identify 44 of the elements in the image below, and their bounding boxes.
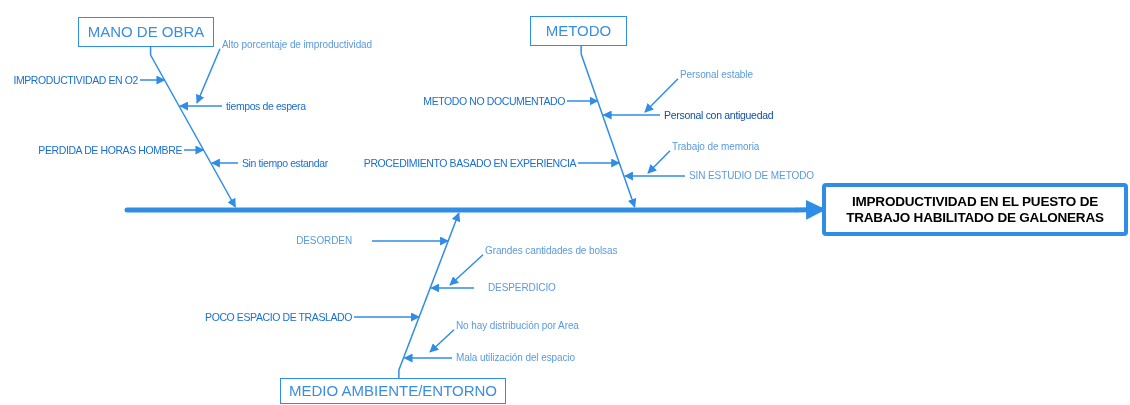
arrow xyxy=(139,75,166,85)
cause-label: PERDIDA DE HORAS HOMBRE xyxy=(38,143,182,157)
bone-line xyxy=(398,223,456,371)
cause-label: Personal con antiguedad xyxy=(664,108,774,122)
cause-label: Mala utilización del espacio xyxy=(456,352,575,364)
category-box: MANO DE OBRA xyxy=(78,17,214,47)
arrow xyxy=(451,212,461,225)
arrow xyxy=(353,312,421,322)
cause-label: Trabajo de memoria xyxy=(672,141,760,153)
effect-box: IMPRODUCTIVIDAD EN EL PUESTO DE TRABAJO HABILITADO DE GALONERAS xyxy=(822,183,1128,236)
cause-label: IMPRODUCTIVIDAD EN O2 xyxy=(13,73,138,87)
cause-label: Alto porcentaje de improductividad xyxy=(222,39,373,51)
arrow xyxy=(623,171,686,181)
arrow xyxy=(429,329,455,353)
arrow xyxy=(371,236,450,246)
category-box: MEDIO AMBIENTE/ENTORNO xyxy=(280,378,506,404)
cause-label: PROCEDIMIENTO BASADO EN EXPERIENCIA xyxy=(363,156,576,170)
arrow xyxy=(647,150,671,174)
cause-label: Personal estable xyxy=(680,69,753,81)
arrow xyxy=(577,158,621,168)
cause-label: tiempos de espera xyxy=(226,99,306,113)
arrow xyxy=(196,48,221,104)
cause-label: SIN ESTUDIO DE METODO xyxy=(689,170,814,182)
arrow xyxy=(227,195,237,208)
arrow xyxy=(449,254,484,286)
arrow xyxy=(602,110,661,120)
cause-label: DESORDEN xyxy=(296,235,352,247)
cause-label: POCO ESPACIO DE TRASLADO xyxy=(205,310,352,324)
arrow xyxy=(210,158,239,168)
arrow xyxy=(183,145,205,155)
arrow xyxy=(403,353,453,363)
arrow xyxy=(179,101,223,111)
cause-label: Grandes cantidades de bolsas xyxy=(485,245,618,257)
arrow xyxy=(430,283,475,293)
cause-label: Sin tiempo estandar xyxy=(242,156,328,170)
arrow xyxy=(644,78,679,113)
arrow xyxy=(566,96,599,106)
cause-label: DESPERDICIO xyxy=(488,282,556,294)
cause-label: No hay distribución por Area xyxy=(456,320,579,332)
spine-line xyxy=(124,207,799,213)
bone-line xyxy=(580,53,631,195)
category-box: METODO xyxy=(530,16,627,46)
cause-label: METODO NO DOCUMENTADO xyxy=(423,94,565,108)
arrow xyxy=(627,193,637,208)
